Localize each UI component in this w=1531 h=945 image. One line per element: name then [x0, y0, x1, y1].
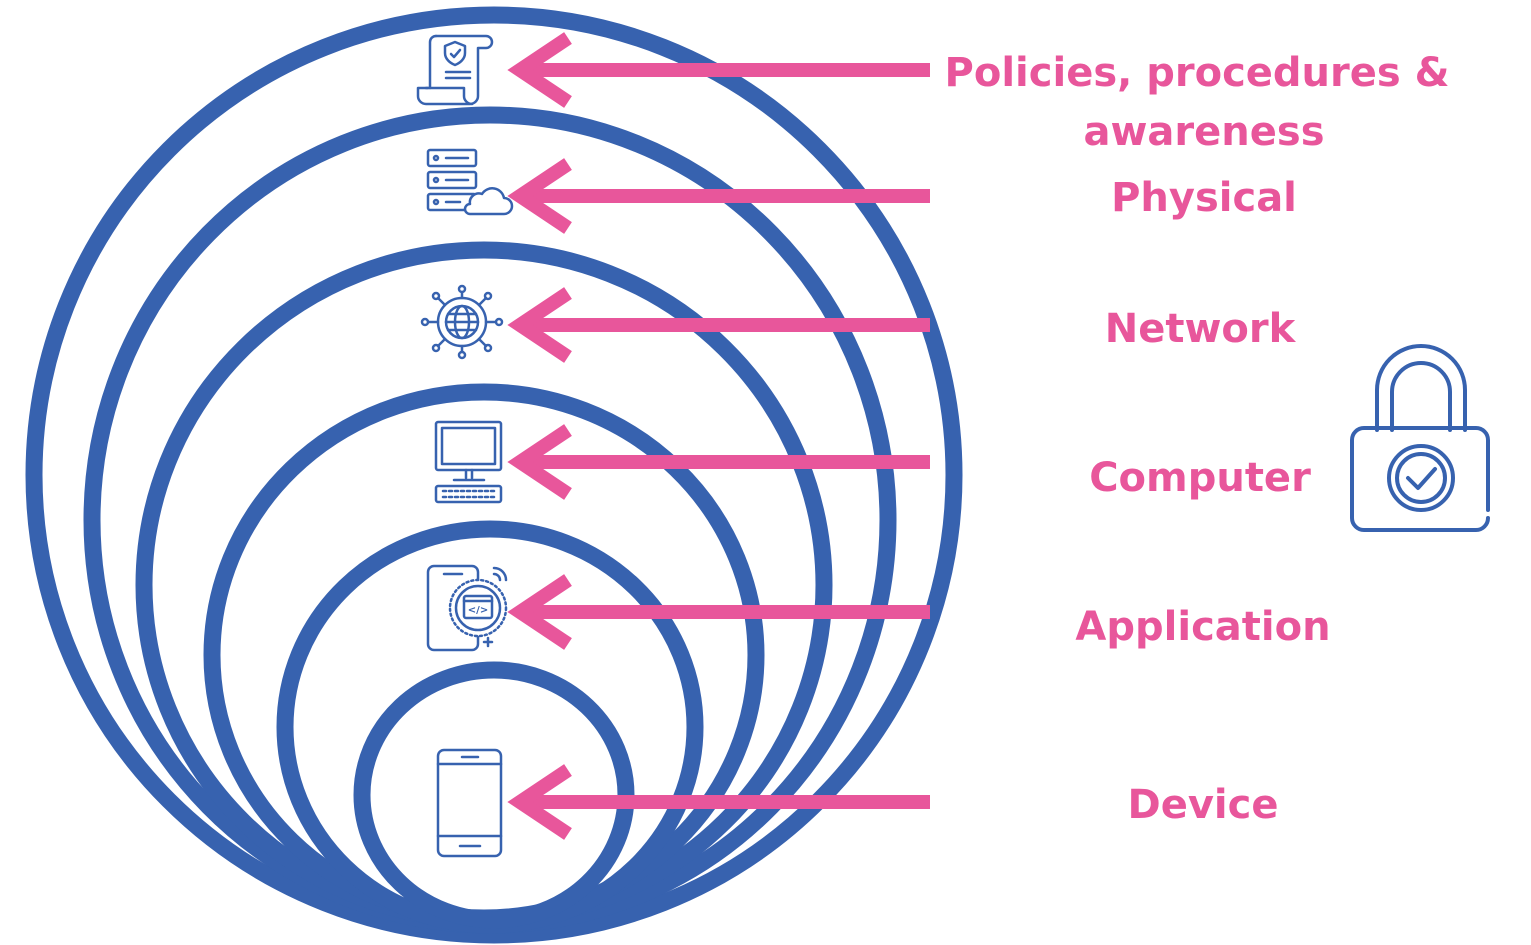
layer-labels: Policies, procedures & awareness Physica…	[945, 50, 1464, 828]
layer-rings	[25, 6, 963, 944]
smartphone-icon	[436, 748, 503, 858]
label-device: Device	[1128, 782, 1279, 828]
policy-document-icon	[416, 34, 494, 106]
arrow-network	[507, 287, 930, 363]
ring-policies	[25, 6, 963, 944]
mobile-app-code-icon: </>	[426, 564, 508, 652]
padlock-check-icon	[1350, 344, 1490, 532]
layer-arrows	[507, 32, 930, 840]
arrow-application	[507, 574, 930, 650]
arrow-computer	[507, 424, 930, 500]
network-globe-icon	[420, 284, 504, 360]
layer-icons: </>	[416, 34, 1490, 858]
label-policies-line-2: awareness	[1083, 109, 1324, 155]
svg-text:</>: </>	[468, 605, 488, 616]
server-cloud-icon	[426, 148, 514, 216]
arrow-physical	[507, 158, 930, 234]
label-network: Network	[1105, 306, 1297, 352]
label-policies-line-1: Policies, procedures &	[945, 50, 1450, 96]
label-policies: Policies, procedures & awareness	[945, 50, 1464, 155]
label-computer: Computer	[1089, 455, 1311, 501]
arrow-policies	[507, 32, 930, 108]
label-physical: Physical	[1111, 175, 1297, 221]
arrow-device	[507, 764, 930, 840]
label-application: Application	[1075, 604, 1330, 650]
desktop-computer-icon	[434, 420, 503, 504]
